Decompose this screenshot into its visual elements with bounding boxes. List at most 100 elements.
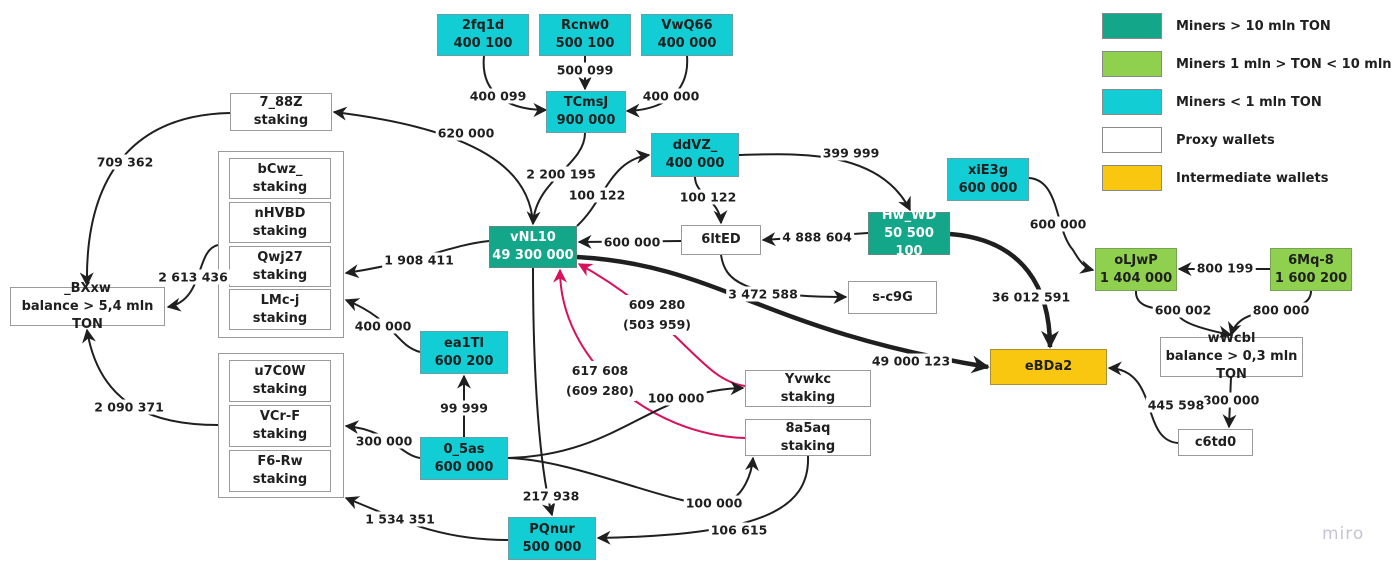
node-name: ddVZ_ — [672, 138, 718, 153]
node-value: staking — [252, 223, 308, 239]
edge-amount: 300 000 — [355, 433, 413, 449]
edge-0-5as-to-yvwkc — [507, 381, 745, 459]
node-c6td0[interactable]: c6td0 — [1178, 429, 1253, 456]
edge-amount-label: 617 608(609 280) — [564, 361, 636, 401]
edge-amount-label: 2 613 436 — [156, 269, 230, 285]
edge-amount-label: 500 099 — [554, 62, 616, 78]
node-value: staking — [252, 472, 308, 487]
edge-amount-label: 445 598 — [1145, 397, 1207, 413]
legend-item-proxy: Proxy wallets — [1102, 127, 1275, 153]
edge-amount-label: 600 000 — [601, 234, 663, 250]
edge-amount-alt: (609 280) — [566, 383, 634, 398]
node-8a5aq[interactable]: 8a5aq staking — [745, 419, 871, 456]
edge-amount-label: 400 099 — [467, 88, 529, 104]
node-value: staking — [252, 179, 308, 195]
node-2fq1d[interactable]: 2fq1d 400 100 — [437, 14, 529, 56]
node-value: staking — [780, 389, 836, 405]
legend-item-mid-miners: Miners 1 mln > TON < 10 mln — [1102, 51, 1392, 77]
node-value: staking — [253, 113, 309, 128]
edge-amount-label: 100 000 — [645, 390, 707, 406]
edge-amount-label: 49 000 123 — [869, 353, 953, 369]
edge-amount: 609 280 — [628, 297, 686, 312]
node-value: 400 000 — [665, 156, 725, 171]
node-s-c9g[interactable]: s-c9G — [848, 281, 937, 314]
edge-amount: 800 000 — [1202, 392, 1260, 408]
edge-amount: 99 999 — [440, 400, 488, 416]
node-6lted[interactable]: 6ltED — [681, 225, 761, 255]
edge-amount-label: 217 938 — [520, 488, 582, 504]
node-name: F6-Rw — [257, 454, 303, 469]
edge-amount: 217 938 — [522, 488, 580, 504]
edge-amount-label: 800 000 — [1250, 302, 1312, 318]
node-name: 8a5aq — [785, 420, 831, 436]
edge-amount: 800 199 — [1196, 260, 1254, 276]
edge-amount-label: 1 908 411 — [382, 252, 456, 268]
node-name: VCr-F — [259, 409, 301, 424]
legend-label: Proxy wallets — [1176, 132, 1275, 148]
node-name: 6ltED — [701, 232, 741, 247]
edge-amount-label: 2 090 371 — [92, 399, 166, 415]
edge-amount-label: 300 000 — [353, 433, 415, 449]
legend-item-intermediate: Intermediate wallets — [1102, 165, 1328, 191]
node-vcr-f[interactable]: VCr-F staking — [229, 405, 331, 447]
node-value: staking — [252, 427, 308, 442]
edge-amount: 49 000 123 — [871, 353, 951, 369]
edge-amount: 1 534 351 — [365, 511, 435, 527]
node-name: 7_88Z — [259, 95, 303, 110]
edge-pqnur-to-staking-group-2 — [344, 496, 509, 541]
edge-amount: 100 122 — [679, 189, 737, 205]
edge-amount-label: 1 534 351 — [363, 511, 437, 527]
edge-amount-label: 709 362 — [94, 154, 156, 170]
edge-amount-label: 4 888 604 — [780, 229, 854, 245]
edge-ddvz--to-hw-wd — [738, 153, 911, 212]
node-ddvz-[interactable]: ddVZ_ 400 000 — [651, 133, 739, 177]
edge-amount: 2 613 436 — [158, 269, 228, 285]
node-bcwz-[interactable]: bCwz_staking — [229, 158, 331, 199]
edge-amount: 709 362 — [96, 154, 154, 170]
node-value: staking — [252, 267, 308, 283]
legend-swatch — [1102, 13, 1162, 39]
edge-amount-label: 99 999 — [438, 400, 490, 416]
edge-amount: 600 000 — [1029, 216, 1087, 232]
edge-amount-label: 620 000 — [435, 125, 497, 141]
edge-amount-label: 600 002 — [1152, 302, 1214, 318]
node-name: 2fq1d — [461, 18, 505, 33]
node-name: PQnur — [529, 521, 575, 537]
legend-label: Miners < 1 mln TON — [1176, 94, 1322, 110]
node-name: 0_5as — [443, 441, 485, 457]
edge-amount: 800 000 — [1252, 302, 1310, 318]
node-value: staking — [252, 382, 308, 397]
edge-amount-label: 800 000 — [1200, 392, 1262, 408]
edge-amount-label: 3 472 588 — [726, 286, 800, 302]
node-ebda2[interactable]: eBDa2 — [990, 349, 1107, 385]
edge-amount: 400 000 — [354, 318, 412, 334]
edge-8a5aq-to-pqnur — [596, 455, 810, 545]
node-value: balance > 0,3 mln TON — [1165, 349, 1298, 382]
node-f6-rw[interactable]: F6-Rw staking — [229, 450, 331, 492]
edge-amount-label: 2 200 195 — [524, 166, 598, 182]
node-value: staking — [780, 438, 836, 454]
node-value: 900 000 — [556, 113, 616, 128]
miro-watermark: miro — [1322, 524, 1365, 544]
edge-amount-label: 609 280(503 959) — [621, 295, 693, 335]
node-value: 400 100 — [453, 36, 513, 51]
